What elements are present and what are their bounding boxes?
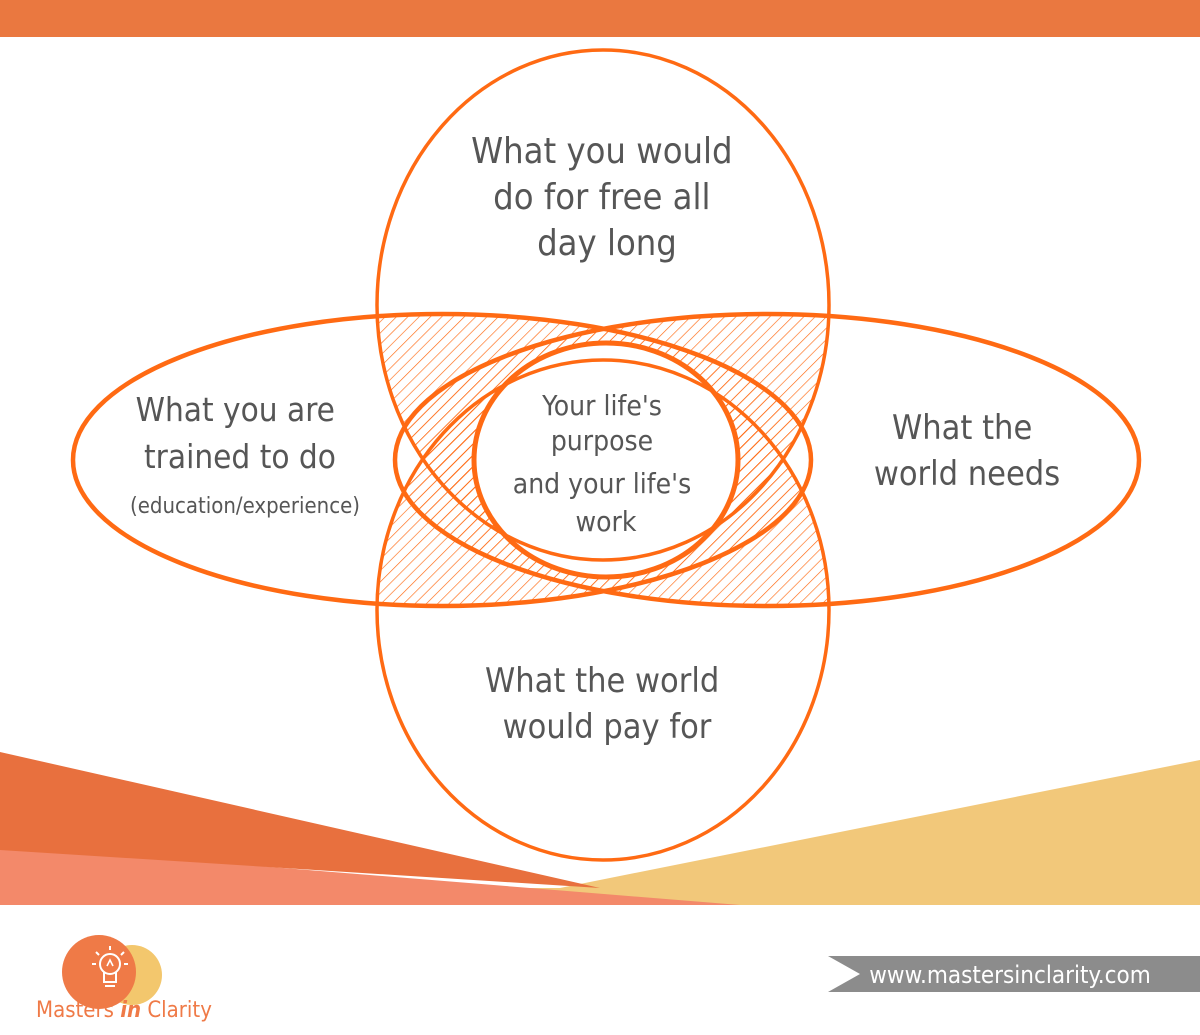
brand-name: Masters in Clarity — [36, 998, 212, 1023]
lightbulb-icon — [92, 946, 128, 987]
bottom-ellipse — [375, 358, 831, 862]
left-label: What you are trained to do — [136, 390, 345, 476]
bottom-label: What the world would pay for — [485, 661, 729, 747]
url-ribbon — [828, 956, 1200, 992]
top-label: What you would do for free all day long — [471, 131, 743, 264]
website-url[interactable]: www.mastersinclarity.com — [869, 961, 1150, 989]
logo-circle-left — [62, 935, 136, 1009]
left-note: (education/experience) — [130, 494, 360, 519]
left-ellipse — [70, 311, 814, 609]
brand-logo — [62, 935, 162, 1009]
footer-band-yellow — [0, 760, 1200, 905]
center-ellipse — [471, 340, 741, 580]
right-label: What the world needs — [874, 408, 1060, 494]
center-label: Your life's purpose and your life's work — [513, 389, 699, 538]
footer-band-dark — [0, 752, 600, 888]
right-ellipse — [392, 311, 1142, 609]
top-ellipse — [375, 48, 831, 562]
top-bar — [0, 0, 1200, 37]
center-fill — [476, 345, 736, 575]
